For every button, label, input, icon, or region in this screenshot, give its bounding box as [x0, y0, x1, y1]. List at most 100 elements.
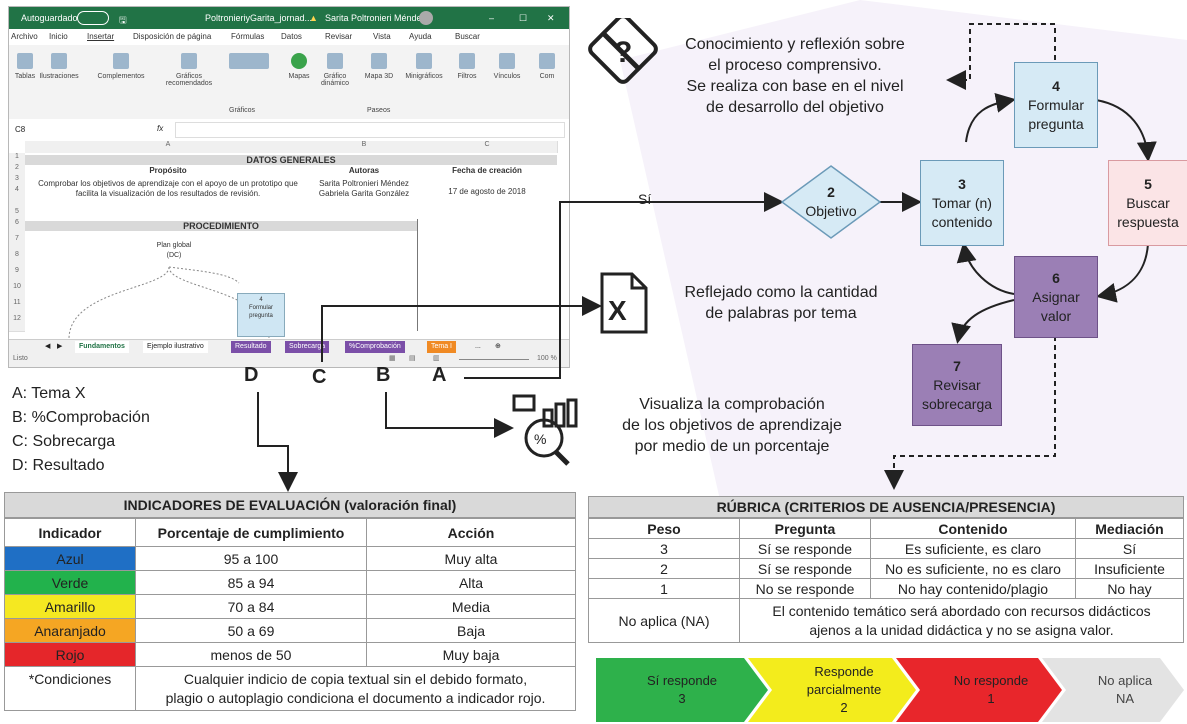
note-line: de palabras por tema	[705, 305, 857, 322]
table-row: Azul 95 a 100 Muy alta	[4, 546, 576, 571]
fx-icon[interactable]: fx	[157, 124, 164, 133]
table-header: Indicador	[4, 518, 136, 547]
table-row: 1 No se responde No hay contenido/plagio…	[588, 578, 1184, 599]
ribbon-minigraficos[interactable]: Minigráficos	[399, 53, 449, 80]
legend-d: D: Resultado	[12, 457, 105, 474]
fecha-value: 17 de agosto de 2018	[448, 187, 526, 196]
flow-label: valor	[1040, 307, 1072, 324]
chevron-label: No aplica	[1097, 673, 1153, 688]
table-header-row: Indicador Porcentaje de cumplimiento Acc…	[4, 518, 576, 547]
menu-datos[interactable]: Datos	[281, 32, 302, 41]
contenido-cell: No hay contenido/plagio	[870, 578, 1076, 599]
next-sheet-icon[interactable]: ▶	[57, 343, 63, 350]
table-row: 3 Sí se responde Es suficiente, es claro…	[588, 538, 1184, 559]
ribbon-group-paseos: Paseos	[367, 107, 391, 114]
indicator-cell: Anaranjado	[4, 618, 136, 643]
ribbon-complementos[interactable]: Complementos	[91, 53, 151, 80]
formula-bar: C8 fx	[9, 119, 569, 142]
tab-more[interactable]: ...	[475, 343, 481, 350]
flow-asignar: 6 Asignar valor	[1014, 256, 1098, 338]
menu-vista[interactable]: Vista	[373, 32, 391, 41]
image-icon	[51, 53, 67, 69]
ribbon-grafico-dinamico[interactable]: Gráfico dinámico	[313, 53, 357, 87]
addin-icon	[113, 53, 129, 69]
add-sheet-icon[interactable]: ⊕	[495, 343, 501, 350]
ribbon-chart-types[interactable]	[219, 53, 279, 73]
close-icon[interactable]: ✕	[547, 13, 555, 23]
flow-revisar: 7 Revisar sobrecarga	[912, 344, 1002, 426]
tab-ejemplo[interactable]: Ejemplo ilustrativo	[143, 341, 208, 353]
ribbon-filtros[interactable]: Filtros	[445, 53, 489, 80]
view-layout-icon[interactable]: ▤	[409, 355, 416, 362]
peso-cell: 1	[588, 578, 740, 599]
sheet-tabs: ◀ ▶ Fundamentos Ejemplo ilustrativo Resu…	[9, 339, 569, 355]
row-number[interactable]: 12	[9, 315, 25, 332]
conditions-line: Cualquier indicio de copia textual sin e…	[183, 670, 528, 687]
ribbon-graficos-recomendados[interactable]: Gráficos recomendados	[159, 53, 219, 87]
action-cell: Media	[366, 594, 576, 619]
flow-label: respuesta	[1117, 213, 1179, 230]
mini-box-formular: 4 Formular pregunta	[237, 293, 285, 337]
svg-text:%: %	[534, 431, 546, 447]
header-autoras: Autoras	[348, 166, 380, 175]
flow-formular: 4 Formular pregunta	[1014, 62, 1098, 148]
menu-insertar[interactable]: Insertar	[87, 32, 115, 41]
minimize-icon[interactable]: –	[489, 13, 495, 23]
view-normal-icon[interactable]: ▦	[389, 355, 396, 362]
user-name: Sarita Poltronieri Méndez	[325, 13, 427, 23]
pregunta-cell: Sí se responde	[739, 538, 871, 559]
ribbon-vinculos[interactable]: Vínculos	[485, 53, 529, 80]
tab-tema[interactable]: Tema I	[427, 341, 457, 353]
chevron-value: NA	[1115, 691, 1135, 706]
general-title: DATOS GENERALES	[25, 155, 557, 165]
plan-global-label: Plan global (DC)	[156, 242, 192, 259]
flow-buscar: 5 Buscar respuesta	[1108, 160, 1187, 246]
flow-label: Tomar (n)	[932, 194, 992, 211]
menu-disposicion[interactable]: Disposición de página	[133, 32, 212, 41]
menu-inicio[interactable]: Inicio	[49, 32, 68, 41]
ribbon-mapas[interactable]: Mapas	[277, 53, 321, 80]
avatar[interactable]	[419, 11, 433, 25]
menu-formulas[interactable]: Fórmulas	[231, 32, 265, 41]
ribbon-ilustraciones[interactable]: Ilustraciones	[37, 53, 81, 80]
ribbon-comentarios[interactable]: Com	[525, 53, 569, 80]
tab-resultado[interactable]: Resultado	[231, 341, 271, 353]
table-header: Porcentaje de cumplimiento	[135, 518, 367, 547]
note-line: Conocimiento y reflexión sobre	[685, 36, 905, 53]
save-icon[interactable]: 🖫	[119, 15, 127, 25]
peso-cell: 3	[588, 538, 740, 559]
tab-comprobacion[interactable]: %Comprobación	[345, 341, 405, 353]
name-box[interactable]: C8	[15, 125, 26, 134]
conditions-text: Cualquier indicio de copia textual sin e…	[135, 666, 576, 711]
tab-sobrecarga[interactable]: Sobrecarga	[285, 341, 330, 353]
menu-archivo[interactable]: Archivo	[11, 32, 38, 41]
excel-title-bar: Autoguardado 🖫 PoltronieriyGarita_jornad…	[9, 7, 569, 29]
ribbon-mapa-3d[interactable]: Mapa 3D	[357, 53, 401, 80]
note-line: de desarrollo del objetivo	[706, 99, 884, 116]
action-cell: Alta	[366, 570, 576, 595]
ribbon-tablas[interactable]: Tablas	[9, 53, 47, 80]
col-header-c[interactable]: C	[417, 141, 558, 153]
chart-icon	[181, 53, 197, 69]
table-row: No aplica (NA) El contenido temático ser…	[588, 598, 1184, 643]
peso-cell: 2	[588, 558, 740, 579]
pregunta-cell: No se responde	[739, 578, 871, 599]
view-pagebreak-icon[interactable]: ▥	[433, 355, 440, 362]
grid-divider	[417, 219, 558, 331]
zoom-slider[interactable]	[459, 359, 529, 360]
si-label: Sí	[638, 191, 652, 207]
prev-sheet-icon[interactable]: ◀	[45, 343, 51, 350]
menu-buscar[interactable]: Buscar	[455, 32, 480, 41]
menu-revisar[interactable]: Revisar	[325, 32, 353, 41]
zoom-level: 100 %	[537, 355, 557, 362]
flow-label: pregunta	[1028, 115, 1084, 132]
menu-ayuda[interactable]: Ayuda	[409, 32, 432, 41]
formula-input[interactable]	[175, 122, 565, 138]
letter-c: C	[312, 366, 327, 388]
maximize-icon[interactable]: ☐	[519, 13, 528, 23]
indicator-cell: Azul	[4, 546, 136, 571]
autosave-toggle[interactable]	[77, 11, 109, 25]
map-icon	[291, 53, 307, 69]
filter-icon	[459, 53, 475, 69]
legend-a: A: Tema X	[12, 385, 86, 402]
